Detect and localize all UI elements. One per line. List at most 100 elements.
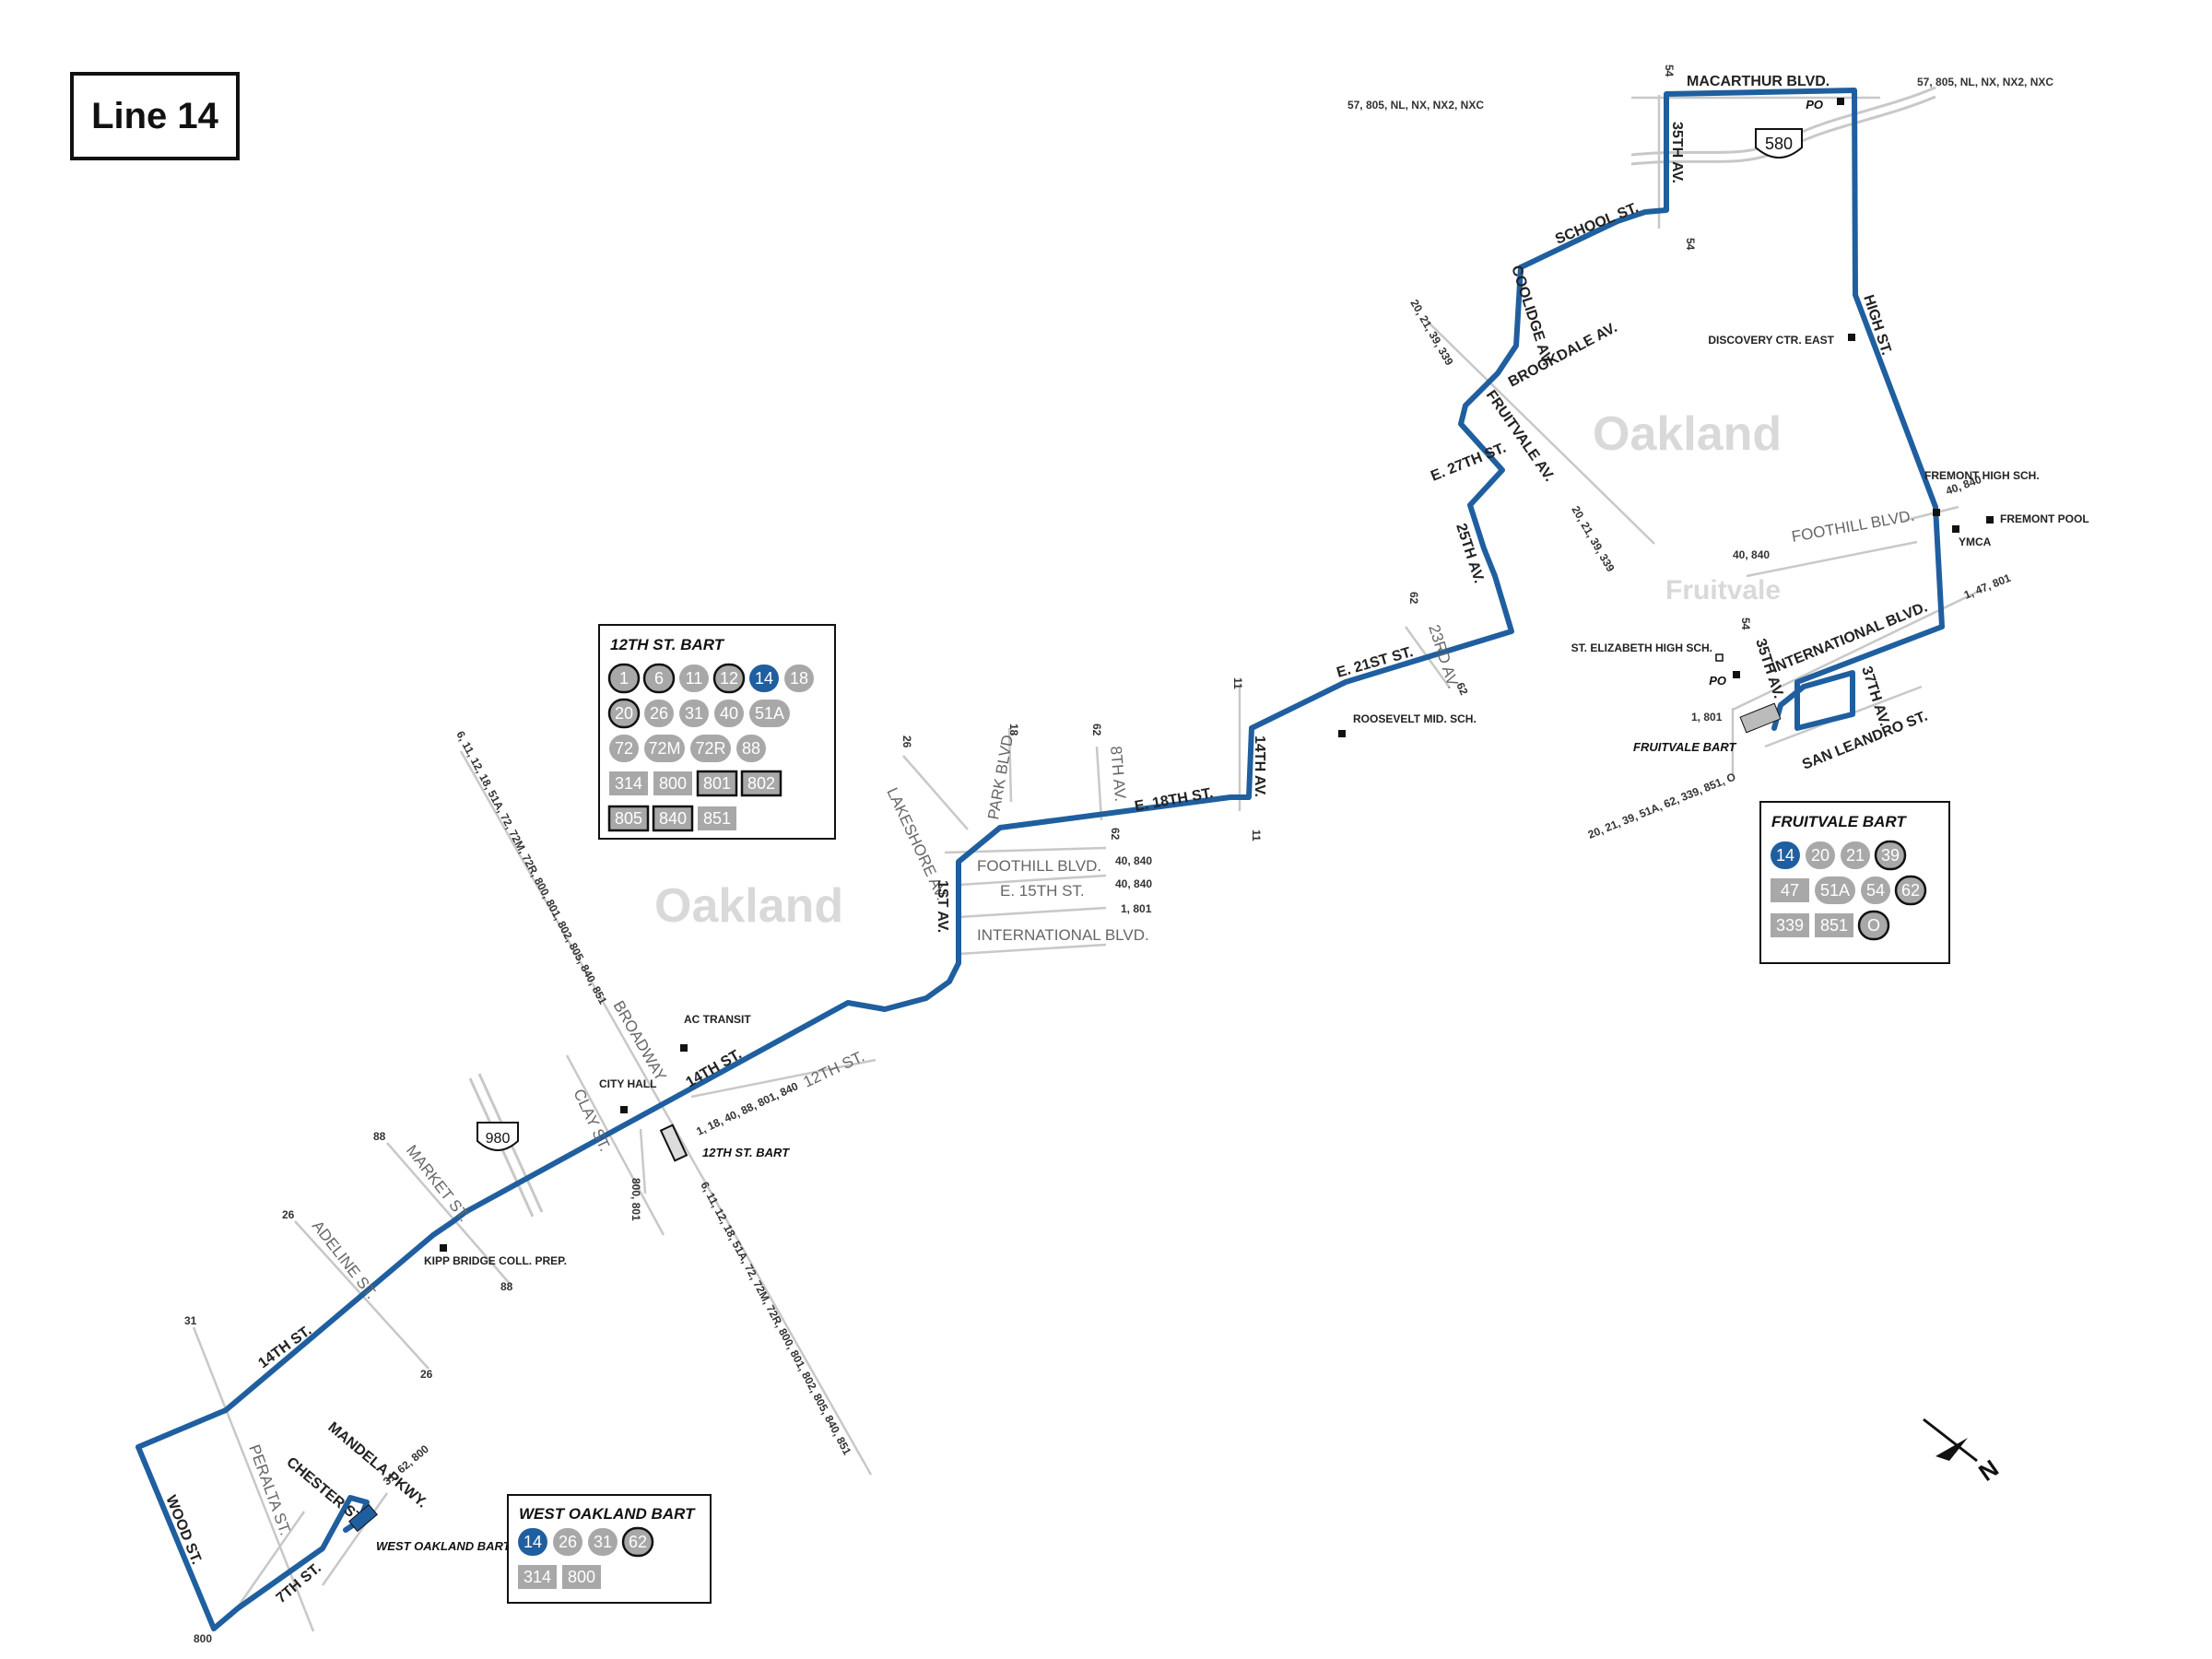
route-badge-72M: 72M — [644, 735, 685, 762]
svg-text:805: 805 — [615, 809, 642, 828]
route-badge-805: 805 — [607, 805, 650, 832]
route-badge-51A: 51A — [1815, 877, 1855, 904]
svg-text:980: 980 — [486, 1131, 511, 1147]
svg-text:26: 26 — [559, 1533, 577, 1551]
route-badge-26: 26 — [644, 700, 674, 727]
route-label-20-top: 20, 21, 39, 339 — [1407, 298, 1455, 369]
landmark-ac-transit: AC TRANSIT — [684, 1013, 751, 1026]
route-label-11-bottom: 11 — [1250, 830, 1263, 841]
street-8th-av: 8TH AV. — [1107, 746, 1129, 803]
route-badge-851: 851 — [698, 806, 736, 830]
route-badge-314: 314 — [518, 1565, 557, 1589]
route-label-1-12th: 1, 18, 40, 88, 801, 840 — [694, 1079, 800, 1138]
street-e18th: E. 18TH ST. — [1134, 785, 1215, 815]
svg-text:1: 1 — [619, 669, 629, 688]
route-label-800-clay: 800, 801 — [629, 1178, 642, 1221]
route-badge-31: 31 — [679, 700, 709, 727]
street-brookdale: BROOKDALE AV. — [1506, 320, 1620, 391]
route-badge-62: 62 — [621, 1526, 654, 1558]
area-label-oakland: Oakland — [654, 879, 843, 933]
svg-text:72M: 72M — [648, 739, 680, 758]
street-international: INTERNATIONAL BLVD. — [977, 926, 1149, 944]
landmark-roosevelt: ROOSEVELT MID. SCH. — [1353, 712, 1477, 725]
svg-text:12: 12 — [720, 669, 738, 688]
svg-text:339: 339 — [1776, 916, 1804, 935]
svg-text:21: 21 — [1846, 846, 1865, 865]
landmark-st-elizabeth: ST. ELIZABETH HIGH SCH. — [1571, 641, 1712, 654]
route-label-26-top: 26 — [282, 1208, 295, 1221]
route-label-62b-bottom: 62 — [1109, 828, 1122, 841]
route-label-26-bottom: 26 — [420, 1368, 433, 1381]
street-macarthur: MACARTHUR BLVD. — [1687, 74, 1830, 89]
route-badge-840: 840 — [652, 805, 694, 832]
street-broadway: BROADWAY — [610, 998, 670, 1085]
svg-text:20: 20 — [615, 704, 633, 723]
route-label-62-bottom: 62 — [1453, 680, 1470, 697]
route-label-26: 26 — [900, 735, 913, 748]
route-badge-14: 14 — [518, 1528, 547, 1556]
route-badge-800: 800 — [562, 1565, 601, 1589]
route-label-18: 18 — [1007, 724, 1020, 736]
svg-text:51A: 51A — [1820, 881, 1850, 900]
svg-text:26: 26 — [650, 704, 668, 723]
street-14th-st-west: 14TH ST. — [255, 1323, 314, 1371]
landmark-fruitvale-bart: FRUITVALE BART — [1633, 740, 1737, 754]
route-badge-62: 62 — [1894, 875, 1927, 906]
landmark-fremont-pool: FREMONT POOL — [2000, 512, 2089, 525]
svg-text:18: 18 — [790, 669, 808, 688]
svg-text:851: 851 — [1820, 916, 1848, 935]
svg-text:801: 801 — [703, 774, 731, 793]
svg-text:800: 800 — [568, 1568, 595, 1586]
route-label-6-top: 6, 11, 12, 18, 51A, 72, 72M, 72R, 800, 8… — [453, 729, 609, 1006]
svg-text:31: 31 — [594, 1533, 612, 1551]
svg-text:20: 20 — [1811, 846, 1830, 865]
svg-text:11: 11 — [686, 669, 703, 688]
route-badge-851: 851 — [1815, 913, 1853, 937]
street-14th-st: 14TH ST. — [684, 1046, 745, 1090]
street-12th-st: 12TH ST. — [801, 1047, 867, 1090]
svg-text:851: 851 — [703, 809, 731, 828]
svg-text:N: N — [1973, 1454, 2004, 1487]
route-badge-88: 88 — [736, 735, 766, 762]
route-label-40-east-left: 40, 840 — [1733, 548, 1770, 561]
interstate-980-shield: 980 — [477, 1122, 519, 1151]
svg-text:72: 72 — [615, 739, 633, 758]
route-label-40-e15: 40, 840 — [1115, 877, 1152, 890]
landmark-west-oakland-bart: WEST OAKLAND BART — [376, 1539, 512, 1553]
route-badge-14: 14 — [1771, 841, 1800, 869]
route-badge-47: 47 — [1771, 878, 1809, 902]
route-badge-O: O — [1857, 910, 1890, 941]
street-e15th: E. 15TH ST. — [1000, 882, 1085, 900]
route-label-57-left: 57, 805, NL, NX, NX2, NXC — [1347, 99, 1484, 112]
route-label-54-fruitvale: 54 — [1739, 618, 1752, 630]
route-label-20-bottom: 20, 21, 39, 339 — [1569, 504, 1617, 575]
route-badge-11: 11 — [679, 665, 709, 692]
svg-text:580: 580 — [1765, 135, 1793, 153]
svg-text:31: 31 — [685, 704, 703, 723]
route-badge-6: 6 — [642, 663, 676, 694]
route-badge-72: 72 — [609, 735, 639, 762]
route-label-54-top: 54 — [1663, 65, 1676, 77]
route-label-6-bottom: 6, 11, 12, 18, 51A, 72, 72M, 72R, 800, 8… — [698, 1180, 853, 1457]
street-14th-av: 14TH AV. — [1252, 735, 1267, 797]
svg-text:314: 314 — [524, 1568, 551, 1586]
route-badge-800: 800 — [653, 771, 692, 795]
route-badge-801: 801 — [696, 770, 738, 797]
svg-text:88: 88 — [742, 739, 760, 758]
route-badge-339: 339 — [1771, 913, 1809, 937]
svg-text:62: 62 — [1901, 881, 1920, 900]
svg-text:40: 40 — [720, 704, 738, 723]
route-badge-51A: 51A — [749, 700, 790, 727]
route-badge-802: 802 — [740, 770, 782, 797]
street-foothill-east: FOOTHILL BLVD. — [1790, 507, 1915, 546]
route-label-1-47: 1, 47, 801 — [1962, 571, 2013, 602]
route-label-88-top: 88 — [373, 1130, 386, 1143]
route-label-40-foothill: 40, 840 — [1115, 854, 1152, 867]
street-san-leandro: SAN LEANDRO ST. — [1800, 709, 1930, 773]
svg-text:802: 802 — [747, 774, 775, 793]
street-market: MARKET ST. — [403, 1142, 473, 1225]
interstate-580-shield: 580 — [1755, 128, 1803, 159]
route-badge-1: 1 — [607, 663, 641, 694]
